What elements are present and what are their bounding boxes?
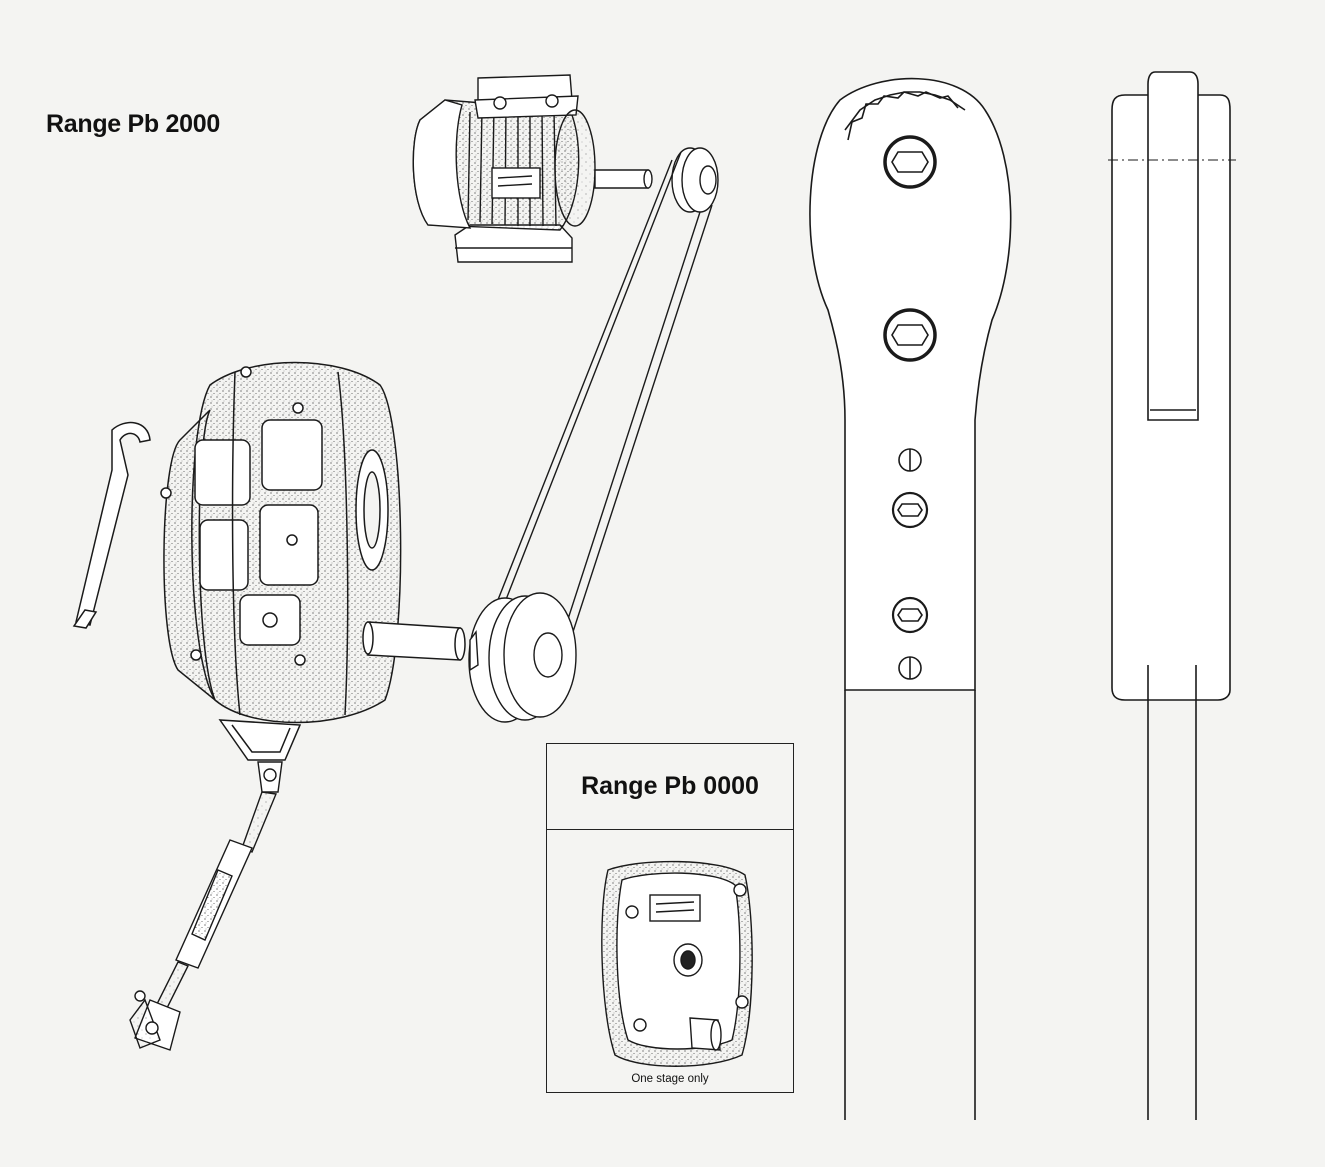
v-belt-drive bbox=[468, 147, 719, 723]
c-spanner bbox=[72, 421, 151, 629]
turnbuckle-torque-arm bbox=[129, 761, 283, 1051]
range-pb-2000-title: Range Pb 2000 bbox=[46, 110, 220, 138]
range-pb-0000-inset: Range Pb 0000 One stage only bbox=[546, 743, 794, 1093]
shaft-mounted-gearbox bbox=[160, 361, 466, 761]
inset-caption: One stage only bbox=[631, 1073, 709, 1085]
range-pb-0000-title: Range Pb 0000 bbox=[547, 744, 793, 830]
electric-motor bbox=[412, 74, 653, 263]
single-stage-gearbox bbox=[601, 860, 753, 1067]
torque-arm-front-view bbox=[809, 77, 1012, 1120]
torque-arm-side-view bbox=[1108, 71, 1236, 1120]
